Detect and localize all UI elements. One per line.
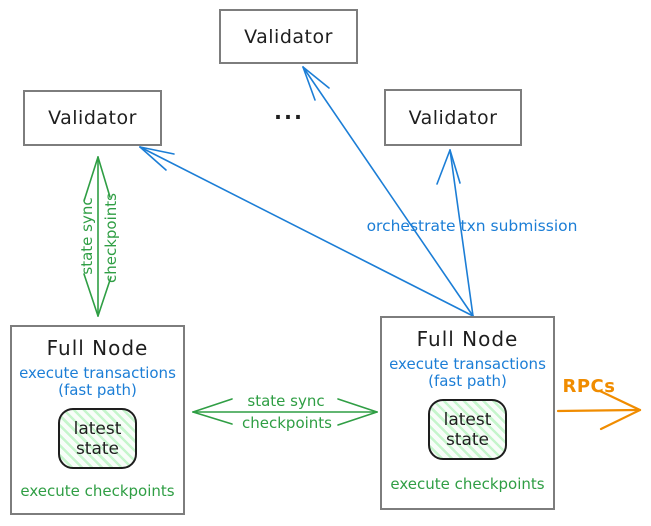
- latest-state-box: latest state: [58, 408, 137, 469]
- state-sync-horizontal-label: state sync: [247, 392, 325, 410]
- checkpoints-horizontal-label: checkpoints: [242, 414, 332, 432]
- validators-ellipsis: ...: [274, 100, 304, 124]
- arrow-state-sync-horizontal: [192, 398, 378, 426]
- execute-checkpoints-label: execute checkpoints: [390, 475, 545, 493]
- execute-transactions-label: execute transactions (fast path): [389, 355, 546, 390]
- rpcs-label: RPCs: [562, 376, 616, 397]
- execute-checkpoints-label: execute checkpoints: [20, 482, 175, 500]
- arrow-orchestrate-to-left-validator: [139, 146, 474, 317]
- validator-box-right: Validator: [384, 89, 522, 146]
- validator-label: Validator: [408, 106, 498, 129]
- full-node-title: Full Node: [416, 327, 519, 351]
- full-node-title: Full Node: [46, 336, 149, 360]
- arrow-orchestrate-to-right-validator: [436, 149, 474, 317]
- state-sync-vertical-label: state sync: [78, 197, 96, 275]
- full-node-box-right: Full Node execute transactions (fast pat…: [380, 316, 555, 510]
- validator-label: Validator: [244, 25, 333, 48]
- latest-state-box: latest state: [428, 399, 507, 460]
- checkpoints-vertical-label: checkpoints: [102, 193, 120, 283]
- validator-box-left: Validator: [23, 90, 162, 146]
- validator-box-top: Validator: [219, 9, 358, 64]
- orchestrate-txn-submission-label: orchestrate txn submission: [366, 217, 578, 235]
- execute-transactions-label: execute transactions (fast path): [19, 364, 176, 399]
- full-node-box-left: Full Node execute transactions (fast pat…: [10, 325, 185, 515]
- latest-state-label: latest state: [443, 409, 492, 450]
- latest-state-label: latest state: [73, 418, 122, 459]
- arrow-rpcs: [556, 389, 642, 431]
- arrow-orchestrate-to-top-validator: [302, 66, 474, 317]
- validator-label: Validator: [48, 107, 137, 129]
- arrow-state-sync-vertical: [83, 156, 112, 317]
